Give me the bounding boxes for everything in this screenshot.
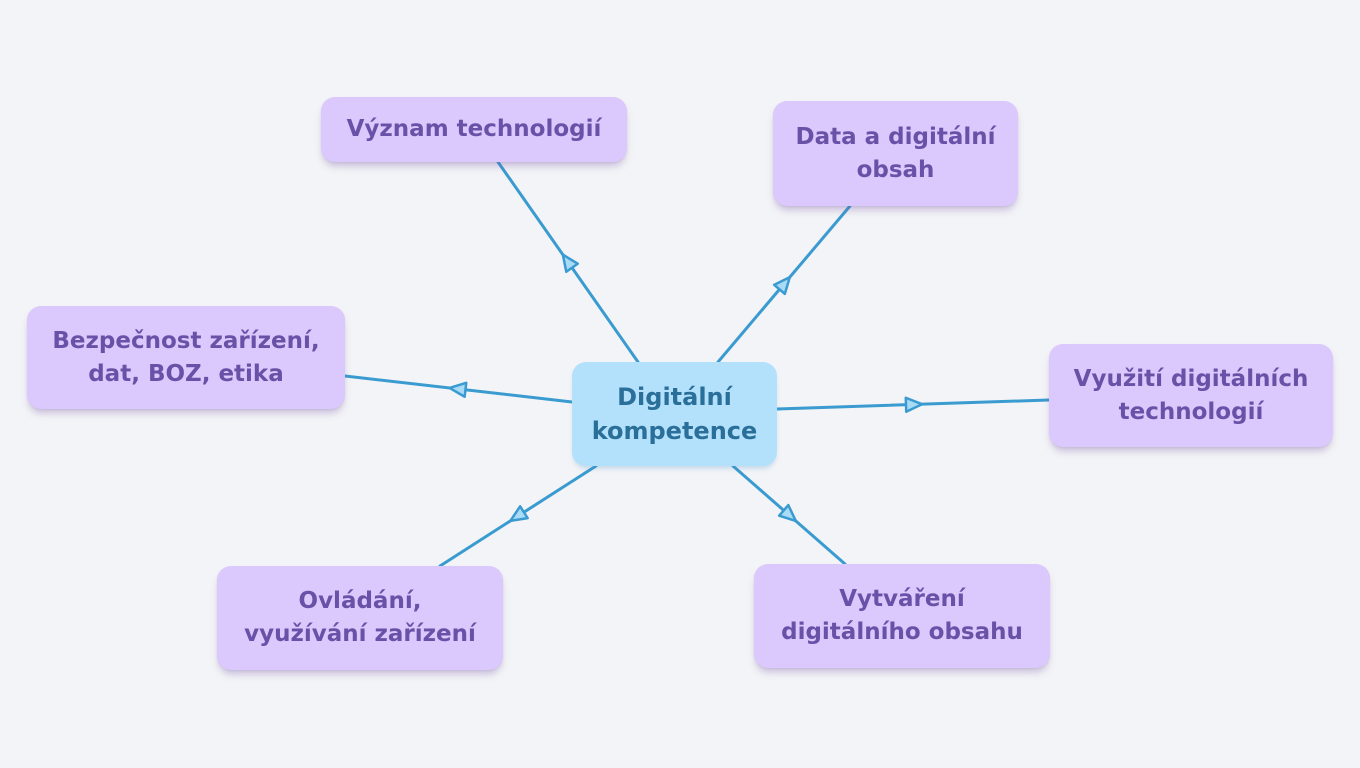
arrowhead-icon xyxy=(777,503,798,523)
arrowhead-icon xyxy=(448,381,468,399)
arrowhead-icon xyxy=(509,505,529,523)
node-bezpecnost[interactable]: Bezpečnost zařízení, dat, BOZ, etika xyxy=(27,306,345,409)
node-label: Ovládání, využívání zařízení xyxy=(244,588,476,647)
node-data-a-digitalni-obsah[interactable]: Data a digitální obsah xyxy=(773,101,1018,206)
arrowhead-icon xyxy=(561,253,579,273)
node-label: Význam technologií xyxy=(346,116,602,143)
node-vyznam-technologii[interactable]: Význam technologií xyxy=(321,97,627,162)
arrowhead-icon xyxy=(772,275,792,296)
node-label: Využití digitálních technologií xyxy=(1073,365,1309,425)
node-label: Vytváření digitálního obsahu xyxy=(781,586,1023,645)
node-vytvareni-digitalniho-obsahu[interactable]: Vytváření digitálního obsahu xyxy=(754,564,1050,668)
node-vyuziti-digitalnich-technologii[interactable]: Využití digitálních technologií xyxy=(1049,344,1333,447)
node-ovladani-vyuzivani-zarizeni[interactable]: Ovládání, využívání zařízení xyxy=(217,566,503,670)
arrowhead-icon xyxy=(904,396,924,413)
root-node-digitalni-kompetence[interactable]: Digitální kompetence xyxy=(572,362,777,466)
node-label: Bezpečnost zařízení, dat, BOZ, etika xyxy=(52,327,320,387)
root-node-label: Digitální kompetence xyxy=(591,382,758,445)
node-label: Data a digitální obsah xyxy=(795,123,996,183)
